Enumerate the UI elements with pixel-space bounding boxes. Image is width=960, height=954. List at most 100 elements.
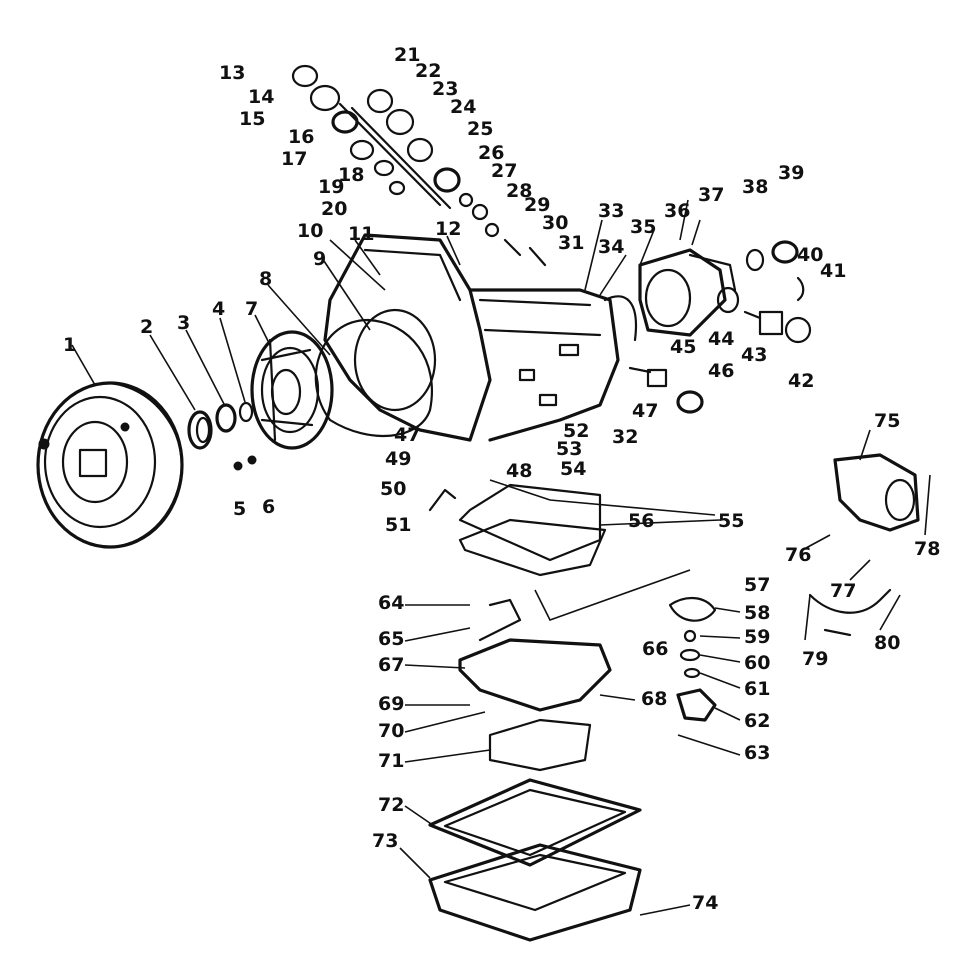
callout-2: 2 bbox=[140, 316, 154, 338]
callout-52: 52 bbox=[563, 420, 590, 442]
pump-bushing bbox=[215, 403, 237, 433]
callout-73: 73 bbox=[372, 830, 399, 852]
callout-35: 35 bbox=[630, 216, 657, 238]
callout-8: 8 bbox=[259, 268, 273, 290]
solenoid-assembly bbox=[808, 453, 920, 637]
callout-70: 70 bbox=[378, 720, 405, 742]
callout-71: 71 bbox=[378, 750, 405, 772]
callout-44: 44 bbox=[708, 328, 735, 350]
callout-29: 29 bbox=[524, 194, 551, 216]
transmission-case bbox=[323, 233, 620, 442]
callout-59: 59 bbox=[744, 626, 771, 648]
callout-42: 42 bbox=[788, 370, 815, 392]
callout-5: 5 bbox=[233, 498, 247, 520]
callout-47-right: 47 bbox=[632, 400, 659, 422]
callout-56: 56 bbox=[628, 510, 655, 532]
callout-32: 32 bbox=[612, 426, 639, 448]
callout-3: 3 bbox=[177, 312, 191, 334]
callout-14: 14 bbox=[248, 86, 275, 108]
callout-40: 40 bbox=[797, 244, 824, 266]
callout-65: 65 bbox=[378, 628, 405, 650]
callout-34: 34 bbox=[598, 236, 625, 258]
callout-53: 53 bbox=[556, 438, 583, 460]
callout-69: 69 bbox=[378, 693, 405, 715]
oil-pan bbox=[428, 843, 642, 942]
callout-41: 41 bbox=[820, 260, 847, 282]
callout-19: 19 bbox=[318, 176, 345, 198]
callout-1: 1 bbox=[63, 334, 77, 356]
callout-67: 67 bbox=[378, 654, 405, 676]
callout-36: 36 bbox=[664, 200, 691, 222]
callout-24: 24 bbox=[450, 96, 477, 118]
callout-66: 66 bbox=[642, 638, 669, 660]
callout-68: 68 bbox=[641, 688, 668, 710]
callout-27: 27 bbox=[491, 160, 518, 182]
callout-4: 4 bbox=[212, 298, 226, 320]
callout-43: 43 bbox=[741, 344, 768, 366]
callout-10: 10 bbox=[297, 220, 324, 242]
callout-31: 31 bbox=[558, 232, 585, 254]
callout-80: 80 bbox=[874, 632, 901, 654]
callout-6: 6 bbox=[262, 496, 276, 518]
callout-79: 79 bbox=[802, 648, 829, 670]
callout-60: 60 bbox=[744, 652, 771, 674]
callout-13: 13 bbox=[219, 62, 246, 84]
callout-21: 21 bbox=[394, 44, 421, 66]
callout-72: 72 bbox=[378, 794, 405, 816]
callout-46: 46 bbox=[708, 360, 735, 382]
callout-61: 61 bbox=[744, 678, 771, 700]
front-seal bbox=[187, 410, 213, 450]
callout-33: 33 bbox=[598, 200, 625, 222]
callout-12: 12 bbox=[435, 218, 462, 240]
callout-62: 62 bbox=[744, 710, 771, 732]
pump-bolts bbox=[233, 455, 257, 471]
callout-51: 51 bbox=[385, 514, 412, 536]
callout-78: 78 bbox=[914, 538, 941, 560]
callout-22: 22 bbox=[415, 60, 442, 82]
callout-45: 45 bbox=[670, 336, 697, 358]
callout-11: 11 bbox=[348, 223, 375, 245]
servo-parts bbox=[668, 597, 717, 722]
pan-gasket bbox=[428, 778, 642, 867]
valve-body-group bbox=[428, 483, 612, 772]
callout-30: 30 bbox=[542, 212, 569, 234]
callout-9: 9 bbox=[313, 248, 327, 270]
callout-77: 77 bbox=[830, 580, 857, 602]
callout-48: 48 bbox=[506, 460, 533, 482]
callout-55: 55 bbox=[718, 510, 745, 532]
callout-15: 15 bbox=[239, 108, 266, 130]
extension-housing bbox=[603, 248, 740, 342]
callout-39: 39 bbox=[778, 162, 805, 184]
leader-lines bbox=[71, 199, 931, 916]
callout-75: 75 bbox=[874, 410, 901, 432]
callout-23: 23 bbox=[432, 78, 459, 100]
callout-74: 74 bbox=[692, 892, 719, 914]
callout-38: 38 bbox=[742, 176, 769, 198]
pump-gasket bbox=[314, 318, 433, 438]
callout-28: 28 bbox=[506, 180, 533, 202]
callout-58: 58 bbox=[744, 602, 771, 624]
callout-49: 49 bbox=[385, 448, 412, 470]
o-ring bbox=[238, 401, 254, 423]
callout-63: 63 bbox=[744, 742, 771, 764]
callout-47-left: 47 bbox=[394, 424, 421, 446]
callout-17: 17 bbox=[281, 148, 308, 170]
callout-54: 54 bbox=[560, 458, 587, 480]
callout-57: 57 bbox=[744, 574, 771, 596]
callout-76: 76 bbox=[785, 544, 812, 566]
callout-20: 20 bbox=[321, 198, 348, 220]
callout-50: 50 bbox=[380, 478, 407, 500]
torque-converter bbox=[36, 381, 184, 549]
callout-64: 64 bbox=[378, 592, 405, 614]
oil-pump-assembly bbox=[250, 330, 334, 450]
callout-18: 18 bbox=[338, 164, 365, 186]
callout-16: 16 bbox=[288, 126, 315, 148]
clutch-seals bbox=[291, 64, 547, 267]
rear-components bbox=[628, 240, 812, 414]
callout-25: 25 bbox=[467, 118, 494, 140]
callout-7: 7 bbox=[245, 298, 259, 320]
callout-26: 26 bbox=[478, 142, 505, 164]
callout-37: 37 bbox=[698, 184, 725, 206]
